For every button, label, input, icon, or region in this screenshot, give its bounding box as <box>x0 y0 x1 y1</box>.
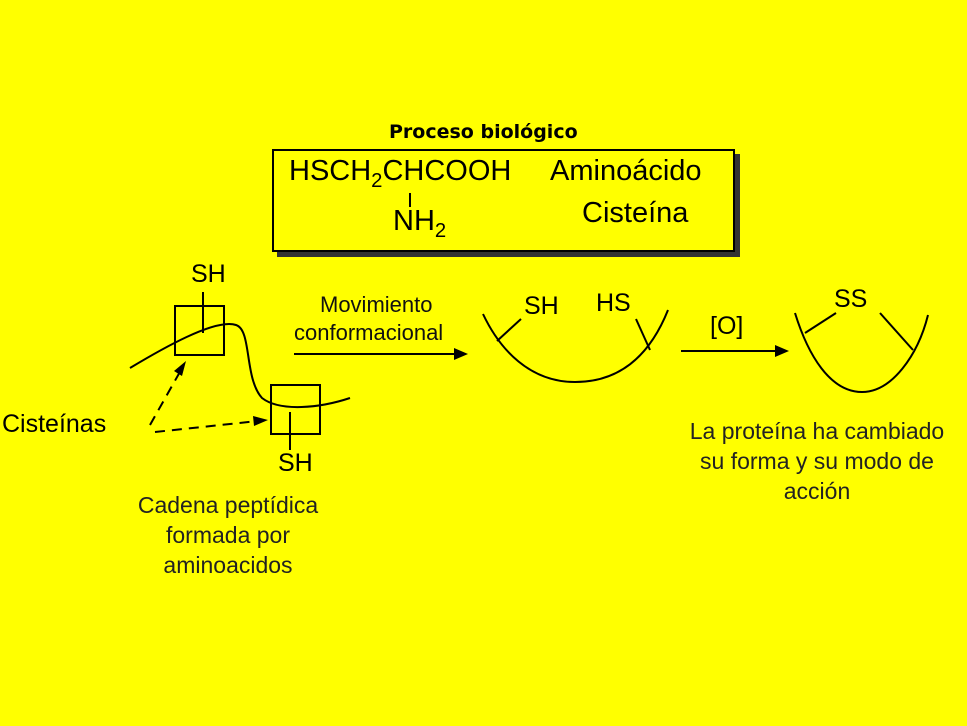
dashed-arrow-right <box>154 420 259 433</box>
formula-box <box>272 149 735 252</box>
cysteine-name: Cisteína <box>582 197 689 229</box>
protein-curve-right <box>794 312 929 394</box>
dashed-arrowhead-right <box>253 416 268 426</box>
sh-bond-middle <box>496 318 522 342</box>
peptide-chain-line <box>129 323 351 408</box>
amine-text: NH <box>393 205 435 237</box>
chain-caption-line3: aminoacidos <box>163 552 293 578</box>
chain-caption: Cadena peptídica formada por aminoacidos <box>118 490 338 580</box>
sh-label-middle: SH <box>524 292 559 320</box>
page-title: Proceso biológico <box>389 121 578 143</box>
ss-bond-right <box>879 312 914 351</box>
movement-arrowhead <box>454 348 468 360</box>
hs-bond-middle <box>635 318 651 351</box>
formula-main: HSCH <box>289 155 372 187</box>
ss-label: SS <box>834 285 868 313</box>
ss-bond-left <box>804 312 837 334</box>
formula-sub1: 2 <box>371 169 383 192</box>
dashed-arrow-up <box>149 369 182 426</box>
movimiento-label-line1: Movimiento <box>320 292 433 317</box>
dashed-arrowhead-up <box>174 361 186 376</box>
formula-rest: CHCOOH <box>382 155 512 187</box>
sh-label-top: SH <box>191 260 226 288</box>
cisteinas-label: Cisteínas <box>2 410 107 438</box>
formula-amine: NH2 <box>393 205 446 243</box>
chain-caption-line1: Cadena peptídica <box>137 492 319 518</box>
aminoacid-label: Aminoácido <box>550 155 702 187</box>
protein-caption-line1: La proteína ha cambiado <box>689 418 945 444</box>
oxidation-label: [O] <box>710 312 744 340</box>
protein-caption-line2: su forma y su modo de <box>700 448 934 474</box>
movimiento-label-line2: conformacional <box>294 320 444 345</box>
cysteine-box-bottom <box>270 384 321 435</box>
hs-label-middle: HS <box>596 289 631 317</box>
protein-caption: La proteína ha cambiado su forma y su mo… <box>668 416 966 506</box>
formula-amine-bond <box>409 193 411 207</box>
cysteine-box-top <box>174 305 225 356</box>
protein-caption-line3: acción <box>783 478 851 504</box>
cysteine-formula: HSCH2CHCOOH <box>289 155 511 193</box>
chain-caption-line2: formada por <box>165 522 290 548</box>
sh-label-bottom: SH <box>278 449 313 477</box>
oxidation-arrowhead <box>775 345 789 357</box>
protein-curve-middle <box>482 309 669 384</box>
amine-sub: 2 <box>434 219 447 242</box>
